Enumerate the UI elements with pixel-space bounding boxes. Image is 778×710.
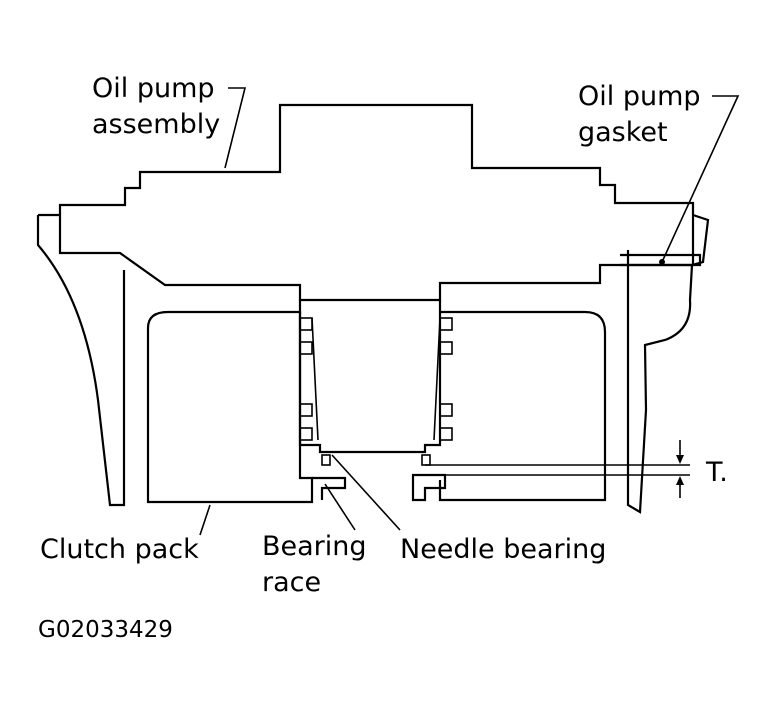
leader-clutch-pack	[199, 504, 211, 536]
label-clutch-pack: Clutch pack	[40, 534, 199, 565]
figure-code: G02033429	[38, 617, 173, 643]
case-left-wall	[36, 215, 126, 507]
leader-needle-bearing	[331, 454, 401, 531]
leader-bearing-race	[324, 483, 356, 531]
label-bearing-race: Bearing race	[262, 531, 375, 598]
clutch-pack-left	[146, 310, 314, 504]
clutch-pack-right	[438, 310, 607, 502]
label-oil-pump-assembly: Oil pump assembly	[92, 73, 223, 140]
label-clearance-t: T.	[705, 457, 728, 488]
gasket-pointer-dot	[659, 259, 665, 265]
leader-oil-pump-gasket	[661, 95, 740, 263]
clutch-plates-left	[299, 317, 319, 441]
leader-oil-pump-assembly	[224, 87, 247, 169]
label-oil-pump-assembly-l1: Oil pump	[92, 73, 215, 104]
label-oil-pump-gasket: Oil pump gasket	[578, 81, 709, 148]
pump-hub	[298, 300, 442, 454]
label-oil-pump-gasket-l2: gasket	[578, 117, 668, 148]
label-oil-pump-gasket-l1: Oil pump	[578, 81, 701, 112]
case-right-wall	[626, 213, 710, 514]
clearance-measurement	[425, 440, 690, 498]
label-bearing-race-l1: Bearing	[262, 531, 367, 562]
label-needle-bearing: Needle bearing	[400, 534, 606, 565]
label-oil-pump-assembly-l2: assembly	[92, 109, 220, 140]
needle-bearing	[321, 454, 431, 466]
oil-pump-gasket-strip	[620, 253, 702, 267]
label-bearing-race-l2: race	[262, 567, 321, 598]
clutch-plates-right	[433, 317, 453, 441]
oil-pump-assembly-body	[38, 103, 695, 302]
bearing-race	[312, 476, 347, 500]
